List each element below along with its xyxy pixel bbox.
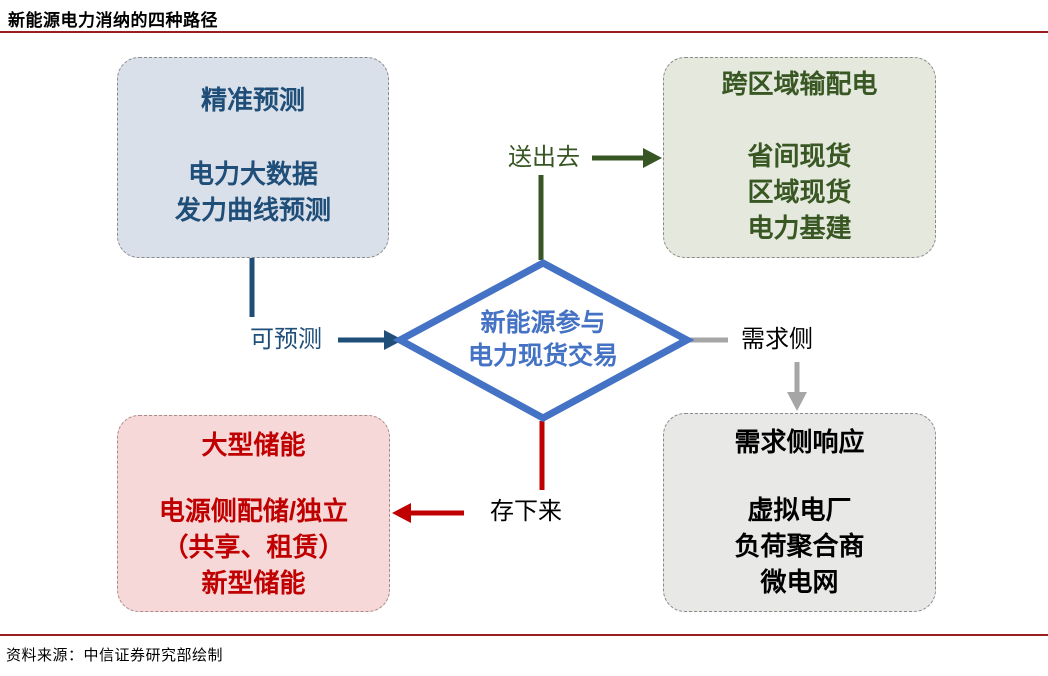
title-divider xyxy=(0,31,1048,33)
node-title: 跨区域输配电 xyxy=(721,69,878,99)
node-line: 区域现货 xyxy=(747,177,852,207)
node-demand-side-response: 需求侧响应 虚拟电厂 负荷聚合商 微电网 xyxy=(663,413,936,612)
node-line: 电源侧配储/独立 xyxy=(158,496,349,526)
node-line: 虚拟电厂 xyxy=(747,495,852,525)
node-spot-market-decision: 新能源参与 电力现货交易 xyxy=(413,305,673,375)
node-large-scale-storage: 大型储能 电源侧配储/独立 （共享、租赁） 新型储能 xyxy=(117,415,390,612)
node-title: 大型储能 xyxy=(201,430,306,460)
diamond-shape xyxy=(392,259,695,422)
edge-label-demand-side: 需求侧 xyxy=(741,326,813,353)
diamond-line: 新能源参与 xyxy=(480,309,606,337)
node-cross-region-transmission: 跨区域输配电 省间现货 区域现货 电力基建 xyxy=(663,57,936,258)
send-out-arrowhead-icon xyxy=(643,148,662,168)
node-title: 需求侧响应 xyxy=(734,427,865,457)
node-line: 新型储能 xyxy=(201,568,306,598)
node-accurate-forecast: 精准预测 电力大数据 发力曲线预测 xyxy=(117,57,389,258)
node-line: 微电网 xyxy=(760,567,839,597)
edge-label-store: 存下来 xyxy=(490,498,562,525)
node-line: 发力曲线预测 xyxy=(174,195,331,225)
source-note: 资料来源：中信证券研究部绘制 xyxy=(6,647,224,664)
demand-side-arrowhead-icon xyxy=(787,392,807,411)
node-line: 负荷聚合商 xyxy=(734,531,865,561)
node-line: 电力基建 xyxy=(747,213,852,243)
node-line: 省间现货 xyxy=(747,141,852,171)
edge-label-send-out: 送出去 xyxy=(508,144,580,171)
diamond-line: 电力现货交易 xyxy=(467,342,618,370)
node-line: 电力大数据 xyxy=(187,159,318,189)
store-arrowhead-icon xyxy=(392,503,411,523)
page-title: 新能源电力消纳的四种路径 xyxy=(8,11,218,30)
edge-label-predictable: 可预测 xyxy=(250,326,322,353)
node-title: 精准预测 xyxy=(200,85,305,115)
node-line: （共享、租赁） xyxy=(162,532,345,562)
footer-divider xyxy=(0,634,1048,636)
